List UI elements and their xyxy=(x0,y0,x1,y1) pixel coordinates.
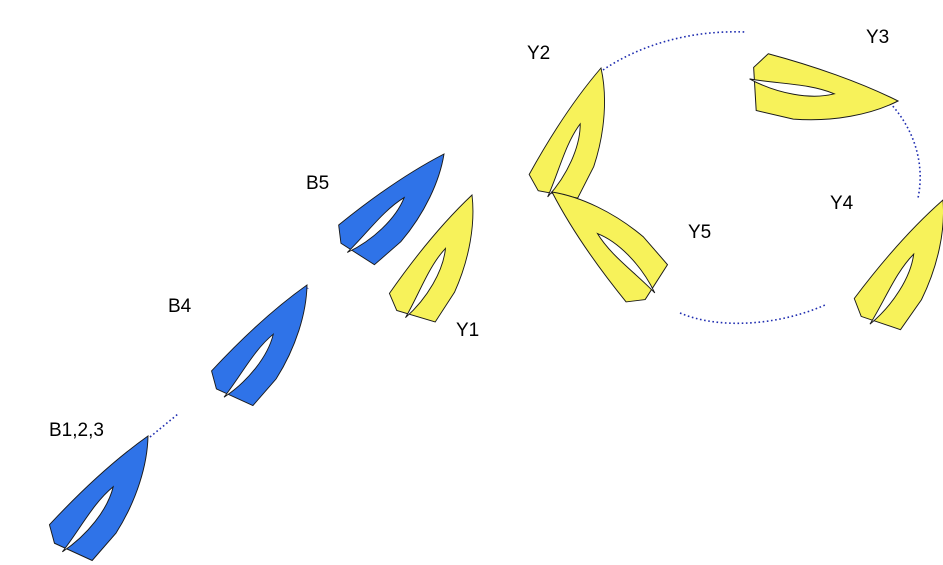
boat-hulls xyxy=(48,53,943,562)
boat-label-y2: Y2 xyxy=(527,43,551,64)
boat-sail xyxy=(869,252,915,325)
boat-label-b5: B5 xyxy=(306,173,330,194)
boat-y4 xyxy=(853,199,943,331)
boat-label-y3: Y3 xyxy=(866,27,890,48)
boat-hull xyxy=(388,194,474,323)
boat-b4 xyxy=(211,284,308,407)
boat-sail xyxy=(749,78,836,97)
boat-b5 xyxy=(338,153,445,266)
track-path xyxy=(602,31,921,325)
boat-b123 xyxy=(48,435,149,562)
boat-y2 xyxy=(528,66,605,199)
boat-label-y1: Y1 xyxy=(456,320,480,341)
boat-label-b4: B4 xyxy=(168,296,192,317)
boat-sail xyxy=(547,122,581,198)
boat-hull xyxy=(528,66,605,199)
boat-label-y5: Y5 xyxy=(688,222,712,243)
boat-sail xyxy=(596,232,656,294)
boat-hull xyxy=(753,53,900,121)
boat-y5 xyxy=(551,191,669,303)
boat-hull xyxy=(48,435,149,562)
boat-sail xyxy=(405,247,447,319)
boat-label-y4: Y4 xyxy=(830,193,854,214)
yellow-track xyxy=(602,31,921,325)
boat-hull xyxy=(211,284,308,407)
boat-hull xyxy=(853,199,943,331)
boat-sail xyxy=(223,332,275,398)
boat-y3 xyxy=(749,53,900,121)
boat-y1 xyxy=(388,194,474,323)
boat-sail xyxy=(61,485,114,553)
boat-label-b123: B1,2,3 xyxy=(49,420,104,441)
boat-sail xyxy=(346,196,406,253)
